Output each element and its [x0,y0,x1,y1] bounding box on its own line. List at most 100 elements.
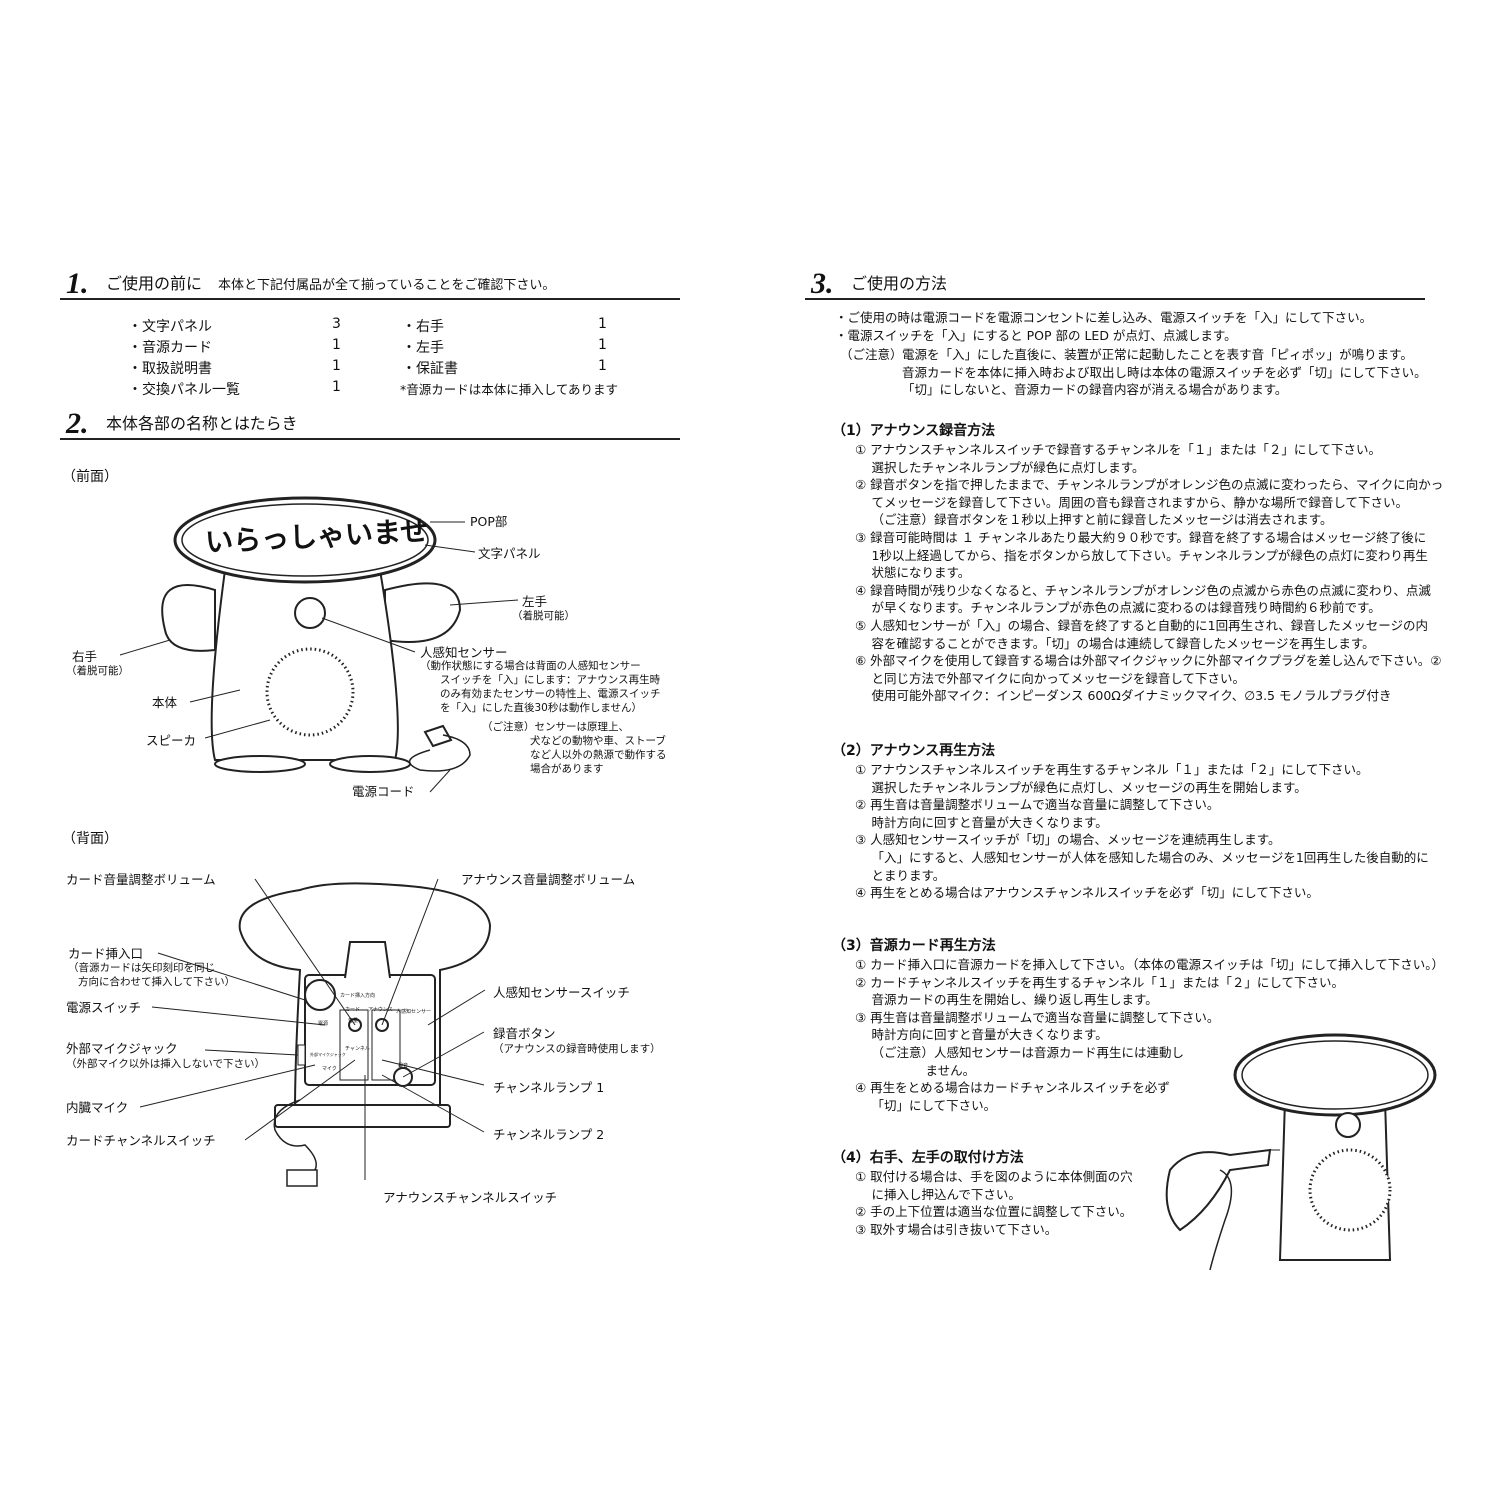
panel-small-rec: 録音 [398,1063,409,1069]
usage-step-line: （ご注意）録音ボタンを１秒以上押すと前に録音したメッセージは消去されます。 [855,512,1333,528]
usage-step-line: 使用可能外部マイク：インピーダンス 600Ωダイナミックマイク、∅3.5 モノラ… [855,688,1392,704]
label-left-hand-note: （着脱可能） [512,610,575,622]
label-sensor: 人感知センサー [420,645,508,660]
text-line: 音源カードを本体に挿入時および取出し時は本体の電源スイッチを必ず「切」にして下さ… [902,364,1427,380]
label-ext-mic: 外部マイクジャック [66,1041,178,1056]
text-line: 場合があります [530,763,604,775]
usage-step-line: とまります。 [855,867,946,883]
usage-step-line: 時計方向に回すと音量が大きくなります。 [855,814,1108,830]
label-right-hand-note: （着脱可能） [66,665,129,677]
card-slot-note: （音源カードは矢印刻印を同じ方向に合わせて挿入して下さい） [68,961,235,989]
label-ext-mic-note: （外部マイク以外は挿入しないで下さい） [66,1058,265,1070]
usage-step-line: ④ 再生をとめる場合はアナウンスチャンネルスイッチを必ず「切」にして下さい。 [855,885,1319,901]
label-left-hand: 左手 [522,594,548,609]
section-title: ご使用の方法 [851,274,948,293]
usage-step-line: ③ 録音可能時間は １ チャンネルあたり最大約９０秒です。録音を終了する場合はメ… [855,529,1427,545]
text-line: のみ有効またセンサーの特性上、電源スイッチ [440,688,661,700]
panel-small-sensor: 人感知センサー [396,1009,432,1015]
usage-step-line: 選択したチャンネルランプが緑色に点灯します。 [855,459,1145,475]
panel-small-mic: マイク [322,1066,337,1072]
accessory-note: *音源カードは本体に挿入してあります [400,382,619,397]
label-lamp-2: チャンネルランプ 2 [493,1127,605,1142]
accessory-name: ・文字パネル [128,319,212,335]
usage-step-line: 1秒以上経過してから、指をボタンから放して下さい。チャンネルランプが緑色の点灯に… [855,547,1428,563]
label-power-switch: 電源スイッチ [66,1000,142,1015]
text-line: スイッチを「入」にします：アナウンス再生時 [440,674,661,686]
usage-step-line: ② カードチャンネルスイッチを再生するチャンネル「１」または「２」にして下さい。 [855,974,1345,990]
usage-step-line: 「入」にすると、人感知センサーが人体を感知した場合のみ、メッセージを1回再生した… [855,849,1429,865]
accessory-qty: 3 [332,316,341,332]
usage-section-body: ① アナウンスチャンネルスイッチを再生するチャンネル「１」または「２」にして下さ… [855,761,1429,902]
accessory-name: ・取扱説明書 [128,361,212,377]
text-line: を「入」にした直後30秒は動作しません） [440,702,643,714]
accessory-name: ・右手 [402,319,444,335]
usage-step-line: ません。 [855,1062,976,1078]
usage-step-line: ② 手の上下位置は適当な位置に調整して下さい。 [855,1204,1133,1220]
usage-step-line: （ご注意）人感知センサーは音源カード再生には連動し [855,1044,1184,1060]
panel-small-card: カード [345,1007,361,1013]
usage-step-line: てメッセージを録音して下さい。周囲の音も録音されますから、静かな場所で録音して下… [855,494,1408,510]
accessory-qty: 1 [332,337,341,353]
usage-section-body: ① 取付ける場合は、手を図のように本体側面の穴 に挿入し押込んで下さい。② 手の… [855,1168,1133,1238]
label-card-channel: カードチャンネルスイッチ [66,1133,216,1148]
accessory-name: ・交換パネル一覧 [128,382,240,398]
usage-step-line: ④ 再生をとめる場合はカードチャンネルスイッチを必ず [855,1080,1170,1096]
usage-caution-label: （ご注意） [840,347,903,362]
label-card-volume: カード音量調整ボリューム [66,872,216,887]
label-int-mic: 内臓マイク [66,1100,129,1115]
usage-section-title: （1）アナウンス録音方法 [832,423,996,439]
section-subtitle: 本体と下記付属品が全て揃っていることをご確認下さい。 [218,278,556,293]
usage-step-line: 時計方向に回すと音量が大きくなります。 [855,1027,1108,1043]
accessory-qty: 1 [332,358,341,374]
section-number: 2. [66,407,89,440]
panel-small-channel: チャンネル [345,1046,370,1052]
usage-intro: ・ご使用の時は電源コードを電源コンセントに差し込み、電源スイッチを「入」にして下… [835,309,1372,344]
label-sensor-switch: 人感知センサースイッチ [493,985,630,1000]
accessory-qty: 1 [332,379,341,395]
text-line: ・電源スイッチを「入」にすると POP 部の LED が点灯、点滅します。 [835,327,1237,343]
front-label: （前面） [62,469,118,485]
label-body: 本体 [152,695,178,710]
back-label: （背面） [62,831,118,847]
usage-step-line: ③ 再生音は音量調整ボリュームで適当な音量に調整して下さい。 [855,1009,1220,1025]
usage-step-line: ⑤ 人感知センサーが「入」の場合、録音を終了すると自動的に1回再生され、録音した… [855,617,1429,633]
usage-caution: 電源を「入」にした直後に、装置が正常に起動したことを表す音「ピィポッ」が鳴ります… [902,346,1427,399]
label-announce-channel: アナウンスチャンネルスイッチ [383,1190,558,1205]
hand-attach-illustration [1165,1033,1437,1271]
usage-section-title: （2）アナウンス再生方法 [832,743,996,759]
text-line: 電源を「入」にした直後に、装置が正常に起動したことを表す音「ピィポッ」が鳴ります… [902,347,1413,362]
usage-section-body: ① カード挿入口に音源カードを挿入して下さい。（本体の電源スイッチは「切」にして… [855,956,1444,1114]
text-line: ・ご使用の時は電源コードを電源コンセントに差し込み、電源スイッチを「入」にして下… [835,310,1373,325]
usage-step-line: ① 取付ける場合は、手を図のように本体側面の穴 [855,1169,1133,1184]
panel-small-announce: アナウンス [368,1007,393,1013]
section-2-header: 2. 本体各部の名称とはたらき [60,407,680,440]
usage-step-line: ③ 人感知センサースイッチが「切」の場合、メッセージを連続再生します。 [855,832,1281,848]
usage-section-body: ① アナウンスチャンネルスイッチで録音するチャンネルを「１」または「２」にして下… [855,441,1443,705]
label-rec-button: 録音ボタン [493,1026,556,1041]
section-title: 本体各部の名称とはたらき [106,414,298,433]
front-illustration [119,496,519,793]
label-rec-button-note: （アナウンスの録音時使用します） [493,1043,661,1055]
usage-step-line: ① アナウンスチャンネルスイッチを再生するチャンネル「１」または「２」にして下さ… [855,762,1369,777]
usage-step-line: 「切」にして下さい。 [855,1097,997,1113]
label-right-hand: 右手 [72,649,98,664]
label-panel: 文字パネル [478,546,541,561]
accessory-name: ・音源カード [128,340,212,356]
usage-step-line: ① カード挿入口に音源カードを挿入して下さい。（本体の電源スイッチは「切」にして… [855,957,1445,972]
panel-small-volume: 音量 [348,1018,359,1024]
usage-step-line: ② 再生音は音量調整ボリュームで適当な音量に調整して下さい。 [855,797,1220,813]
panel-small-card-dir: カード挿入方向 [340,993,376,999]
back-illustration [139,878,492,1187]
section-3-header: 3. ご使用の方法 [805,267,1425,300]
usage-step-line: が早くなります。チャンネルランプが赤色の点滅に変わるのは録音残り時間約６秒前です… [855,600,1381,616]
usage-step-line: 状態になります。 [855,565,971,581]
usage-section-title: （4）右手、左手の取付け方法 [832,1150,1024,1166]
section-number: 3. [811,267,834,300]
text-line: （動作状態にする場合は背面の人感知センサー [420,660,641,672]
section-title: ご使用の前に [106,274,203,293]
label-cord: 電源コード [352,784,415,799]
usage-step-line: ② 録音ボタンを指で押したままで、チャンネルランプがオレンジ色の点滅に変わったら… [855,477,1444,493]
accessory-name: ・保証書 [402,361,458,377]
usage-step-line: ① アナウンスチャンネルスイッチで録音するチャンネルを「１」または「２」にして下… [855,442,1382,457]
text-line: 方向に合わせて挿入して下さい） [78,976,236,988]
